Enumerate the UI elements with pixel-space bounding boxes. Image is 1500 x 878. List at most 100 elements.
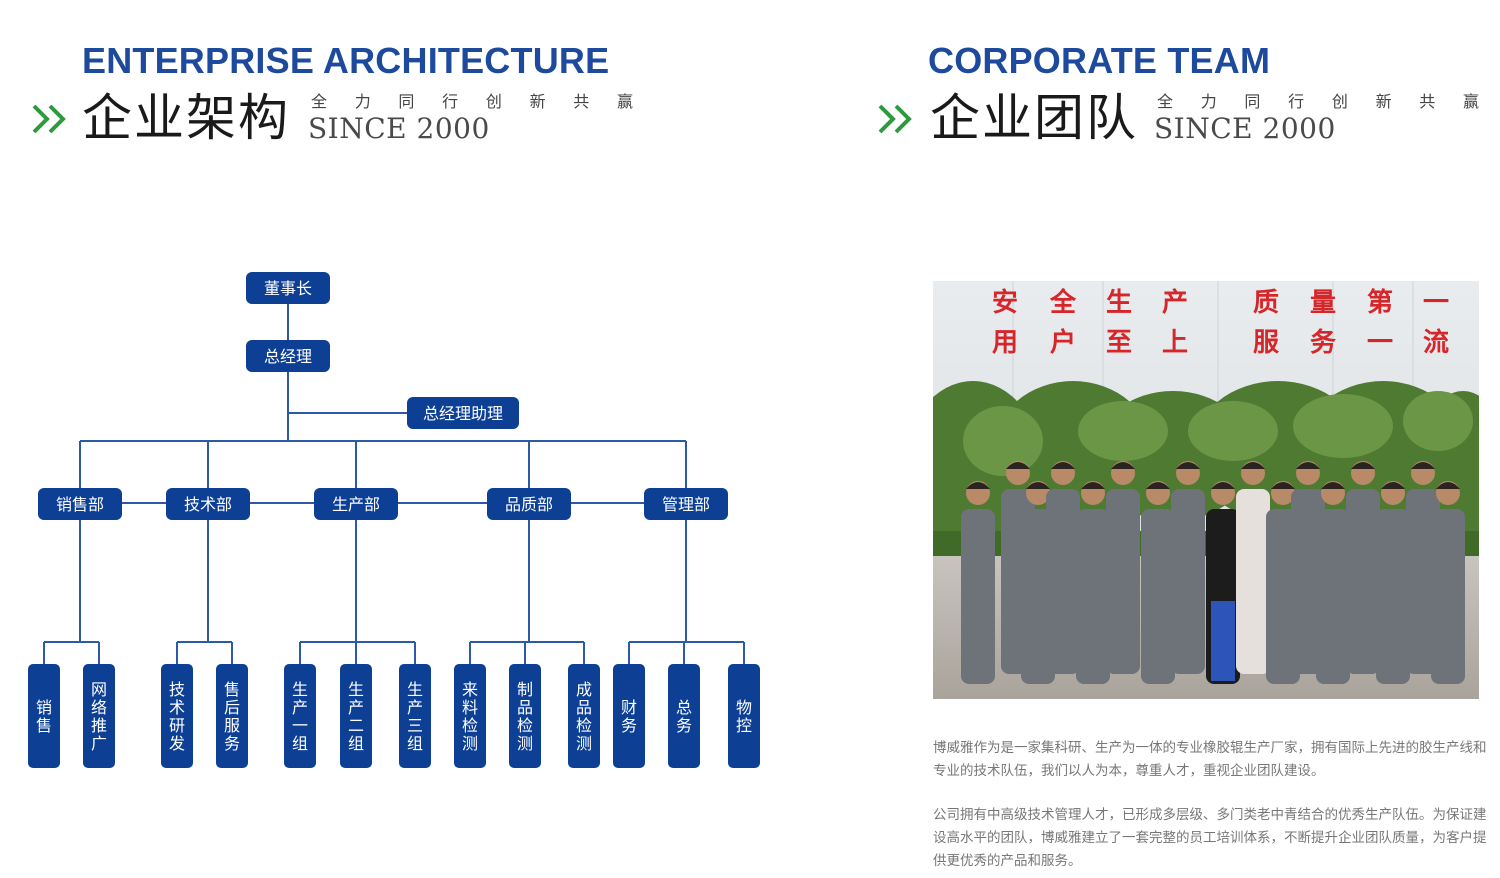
department-node-label: 品质部 bbox=[505, 495, 553, 514]
general-manager-node-box bbox=[246, 340, 330, 372]
subunit-node-char: 二 bbox=[348, 716, 364, 735]
subunit-node-char: 产 bbox=[348, 698, 364, 717]
chairman-node-box bbox=[246, 272, 330, 304]
department-node-box bbox=[314, 488, 398, 520]
subunit-node-box bbox=[728, 664, 760, 768]
subunit-node-box bbox=[613, 664, 645, 768]
department-node-box bbox=[38, 488, 122, 520]
subunit-node-char: 研 bbox=[169, 716, 185, 735]
team-paragraph: 公司拥有中高级技术管理人才，已形成多层级、多门类老中青结合的优秀生产队伍。为保证… bbox=[933, 804, 1493, 873]
department-node-label: 生产部 bbox=[332, 495, 380, 514]
wall-slogan-char: 服 bbox=[1253, 328, 1280, 358]
team-member bbox=[1106, 461, 1140, 674]
subunit-node-char: 控 bbox=[736, 716, 752, 735]
wall-slogan-char: 一 bbox=[1367, 328, 1393, 358]
paragraph-2: 公司拥有中高级技术管理人才，已形成多层级、多门类老中青结合的优秀生产队伍。为保证… bbox=[933, 807, 1487, 869]
section-title-cn-team: 企业团队 bbox=[930, 89, 1138, 147]
subunit-node-char: 测 bbox=[576, 734, 592, 753]
subunit-node-char: 财 bbox=[621, 698, 637, 717]
subunit-node-char: 制 bbox=[517, 680, 533, 699]
subunit-node-box bbox=[668, 664, 700, 768]
subunit-node-char: 组 bbox=[348, 734, 364, 753]
wall-slogan-char: 生 bbox=[1106, 288, 1132, 318]
subunit-node-box bbox=[454, 664, 486, 768]
subunit-node-char: 络 bbox=[91, 698, 107, 717]
subunit-node-char: 生 bbox=[292, 680, 308, 699]
paragraph-1: 博威雅作为是一家集科研、生产为一体的专业橡胶辊生产厂家，拥有国际上先进的胶生产线… bbox=[933, 740, 1487, 779]
subunit-node: 财务 bbox=[613, 664, 645, 768]
subunit-node-box bbox=[509, 664, 541, 768]
subunit-node-char: 销 bbox=[36, 698, 52, 717]
subunit-node-box bbox=[83, 664, 115, 768]
subunit-node-char: 产 bbox=[292, 698, 308, 717]
team-member bbox=[1316, 481, 1350, 684]
wall-slogan-char: 产 bbox=[1162, 288, 1188, 318]
slogan: 全 力 同 行 创 新 共 赢 bbox=[311, 92, 633, 111]
subunit-node-char: 发 bbox=[169, 734, 185, 753]
subunit-node-char: 来 bbox=[462, 680, 478, 699]
team-photo: 安全生产质量第一用户至上服务一流 bbox=[933, 281, 1479, 699]
section-title-en-team: CORPORATE TEAM bbox=[928, 40, 1271, 81]
subunit-node-char: 后 bbox=[224, 698, 240, 717]
wall-slogan-char: 流 bbox=[1423, 328, 1449, 358]
subunit-node-char: 产 bbox=[407, 698, 423, 717]
subunit-node-char: 组 bbox=[292, 734, 308, 753]
department-node-box bbox=[166, 488, 250, 520]
subunit-node: 物控 bbox=[728, 664, 760, 768]
department-node-box bbox=[487, 488, 571, 520]
department-node-label: 管理部 bbox=[662, 495, 710, 514]
subunit-node-char: 术 bbox=[169, 698, 185, 717]
subunit-node-box bbox=[216, 664, 248, 768]
team-member bbox=[1376, 481, 1410, 684]
team-member bbox=[1206, 481, 1240, 684]
subunit-node-char: 三 bbox=[407, 716, 423, 735]
subunit-node-box bbox=[568, 664, 600, 768]
department-node: 管理部 bbox=[644, 488, 728, 520]
wall-slogan-char: 户 bbox=[1050, 327, 1076, 358]
subunit-node-char: 务 bbox=[224, 734, 240, 753]
wall-slogan-char: 质 bbox=[1253, 288, 1279, 318]
wall-slogan-char: 一 bbox=[1423, 288, 1449, 318]
subunit-node-box bbox=[399, 664, 431, 768]
wall-slogan-char: 安 bbox=[992, 288, 1018, 318]
subunit-node-char: 料 bbox=[462, 698, 478, 717]
team-member bbox=[1431, 481, 1465, 684]
subunit-node-box bbox=[284, 664, 316, 768]
subunit-node-char: 服 bbox=[224, 716, 240, 735]
wall-slogan-char: 第 bbox=[1367, 287, 1393, 318]
chairman-node: 董事长 bbox=[246, 272, 330, 304]
subunit-node-box bbox=[161, 664, 193, 768]
slogan-team: 全 力 同 行 创 新 共 赢 bbox=[1157, 92, 1479, 111]
subunit-node-char: 网 bbox=[91, 680, 107, 699]
subunit-node-char: 总 bbox=[676, 698, 692, 717]
wall-slogan-char: 用 bbox=[992, 328, 1018, 358]
team-member bbox=[1346, 461, 1380, 674]
wall-slogan-char: 务 bbox=[1310, 328, 1336, 358]
double-chevron-icon bbox=[32, 104, 66, 134]
department-node: 销售部 bbox=[38, 488, 122, 520]
team-member bbox=[1141, 481, 1175, 684]
subunit-node-char: 务 bbox=[621, 716, 637, 735]
subunit-node-char: 技 bbox=[169, 680, 185, 699]
team-member bbox=[1076, 481, 1110, 684]
intro-paragraph: 博威雅作为是一家集科研、生产为一体的专业橡胶辊生产厂家，拥有国际上先进的胶生产线… bbox=[933, 737, 1493, 783]
org-chart: 董事长总经理总经理助理销售部销售网络推广技术部技术研发售后服务生产部生产一组生产… bbox=[28, 272, 760, 768]
subunit-node-char: 测 bbox=[517, 734, 533, 753]
subunit-node-box bbox=[28, 664, 60, 768]
subunit-node-char: 务 bbox=[676, 716, 692, 735]
double-chevron-icon bbox=[878, 104, 912, 134]
section-title-cn: 企业架构 bbox=[82, 89, 290, 147]
subunit-node-char: 品 bbox=[576, 698, 592, 717]
wall-slogan-char: 全 bbox=[1049, 287, 1077, 318]
subunit-node: 总务 bbox=[668, 664, 700, 768]
team-member bbox=[1046, 461, 1080, 674]
subunit-node-char: 检 bbox=[517, 716, 533, 735]
subunit-node-char: 检 bbox=[576, 716, 592, 735]
